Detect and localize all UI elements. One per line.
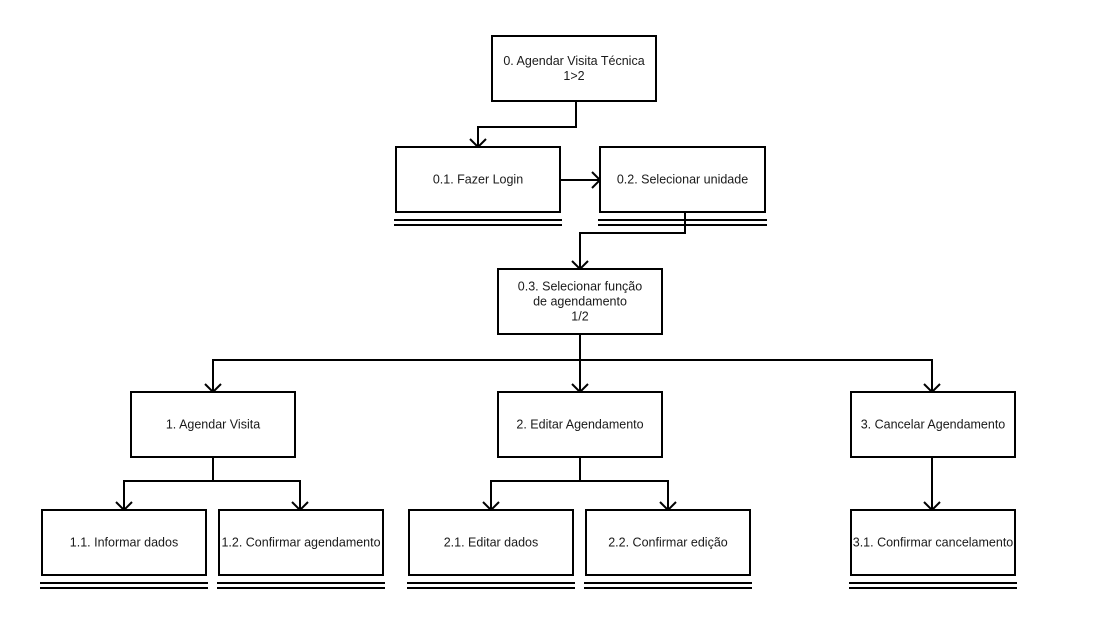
- node-box: [41, 509, 207, 576]
- connector-line: [212, 334, 581, 392]
- node-box: [491, 35, 657, 102]
- connector-line: [490, 457, 581, 510]
- connector-line: [477, 101, 577, 147]
- node-box: [497, 268, 663, 335]
- node-box: [218, 509, 384, 576]
- node-box: [395, 146, 561, 213]
- node-n3: 3. Cancelar Agendamento: [850, 391, 1016, 458]
- node-n22: 2.2. Confirmar edição: [584, 509, 752, 589]
- edge-n03-n3: [580, 359, 941, 394]
- node-box: [130, 391, 296, 458]
- edge-n2-n22: [580, 480, 677, 512]
- node-label: 3.1. Confirmar cancelamento: [853, 536, 1014, 550]
- node-label: 1>2: [563, 69, 584, 83]
- node-n21: 2.1. Editar dados: [407, 509, 575, 589]
- edge-n0-n01: [469, 101, 577, 149]
- edge-n03-n2: [571, 334, 589, 394]
- node-label: 0. Agendar Visita Técnica: [503, 54, 644, 68]
- node-label: 0.2. Selecionar unidade: [617, 173, 748, 187]
- node-label: 2.1. Editar dados: [444, 536, 539, 550]
- connector-line: [123, 457, 214, 510]
- node-n1: 1. Agendar Visita: [130, 391, 296, 458]
- connector-line: [213, 480, 301, 510]
- node-label: 0.3. Selecionar função: [518, 280, 642, 294]
- node-label: 1. Agendar Visita: [166, 418, 260, 432]
- node-label: 0.1. Fazer Login: [433, 173, 523, 187]
- connector-line: [580, 480, 669, 510]
- node-box: [408, 509, 574, 576]
- edge-n01-n02: [560, 171, 602, 189]
- edge-n1-n11: [115, 457, 214, 512]
- edge-n2-n21: [482, 457, 581, 512]
- connector-line: [580, 359, 933, 392]
- node-label: 2. Editar Agendamento: [516, 418, 643, 432]
- node-n31: 3.1. Confirmar cancelamento: [849, 509, 1017, 589]
- node-box: [850, 509, 1016, 576]
- edges-layer: [115, 101, 941, 512]
- node-n12: 1.2. Confirmar agendamento: [217, 509, 385, 589]
- node-label: 1.1. Informar dados: [70, 536, 178, 550]
- node-n11: 1.1. Informar dados: [40, 509, 208, 589]
- node-label: 1/2: [571, 310, 588, 324]
- node-n01: 0.1. Fazer Login: [394, 146, 562, 226]
- node-box: [850, 391, 1016, 458]
- edge-n1-n12: [213, 480, 309, 512]
- node-label: de agendamento: [533, 295, 627, 309]
- node-n2: 2. Editar Agendamento: [497, 391, 663, 458]
- node-label: 3. Cancelar Agendamento: [861, 418, 1006, 432]
- edge-n3-n31: [923, 457, 941, 512]
- node-label: 1.2. Confirmar agendamento: [221, 536, 380, 550]
- node-label: 2.2. Confirmar edição: [608, 536, 728, 550]
- node-box: [599, 146, 766, 213]
- edge-n03-n1: [204, 334, 581, 394]
- connector-line: [579, 212, 686, 269]
- node-box: [585, 509, 751, 576]
- node-box: [497, 391, 663, 458]
- node-n02: 0.2. Selecionar unidade: [598, 146, 767, 226]
